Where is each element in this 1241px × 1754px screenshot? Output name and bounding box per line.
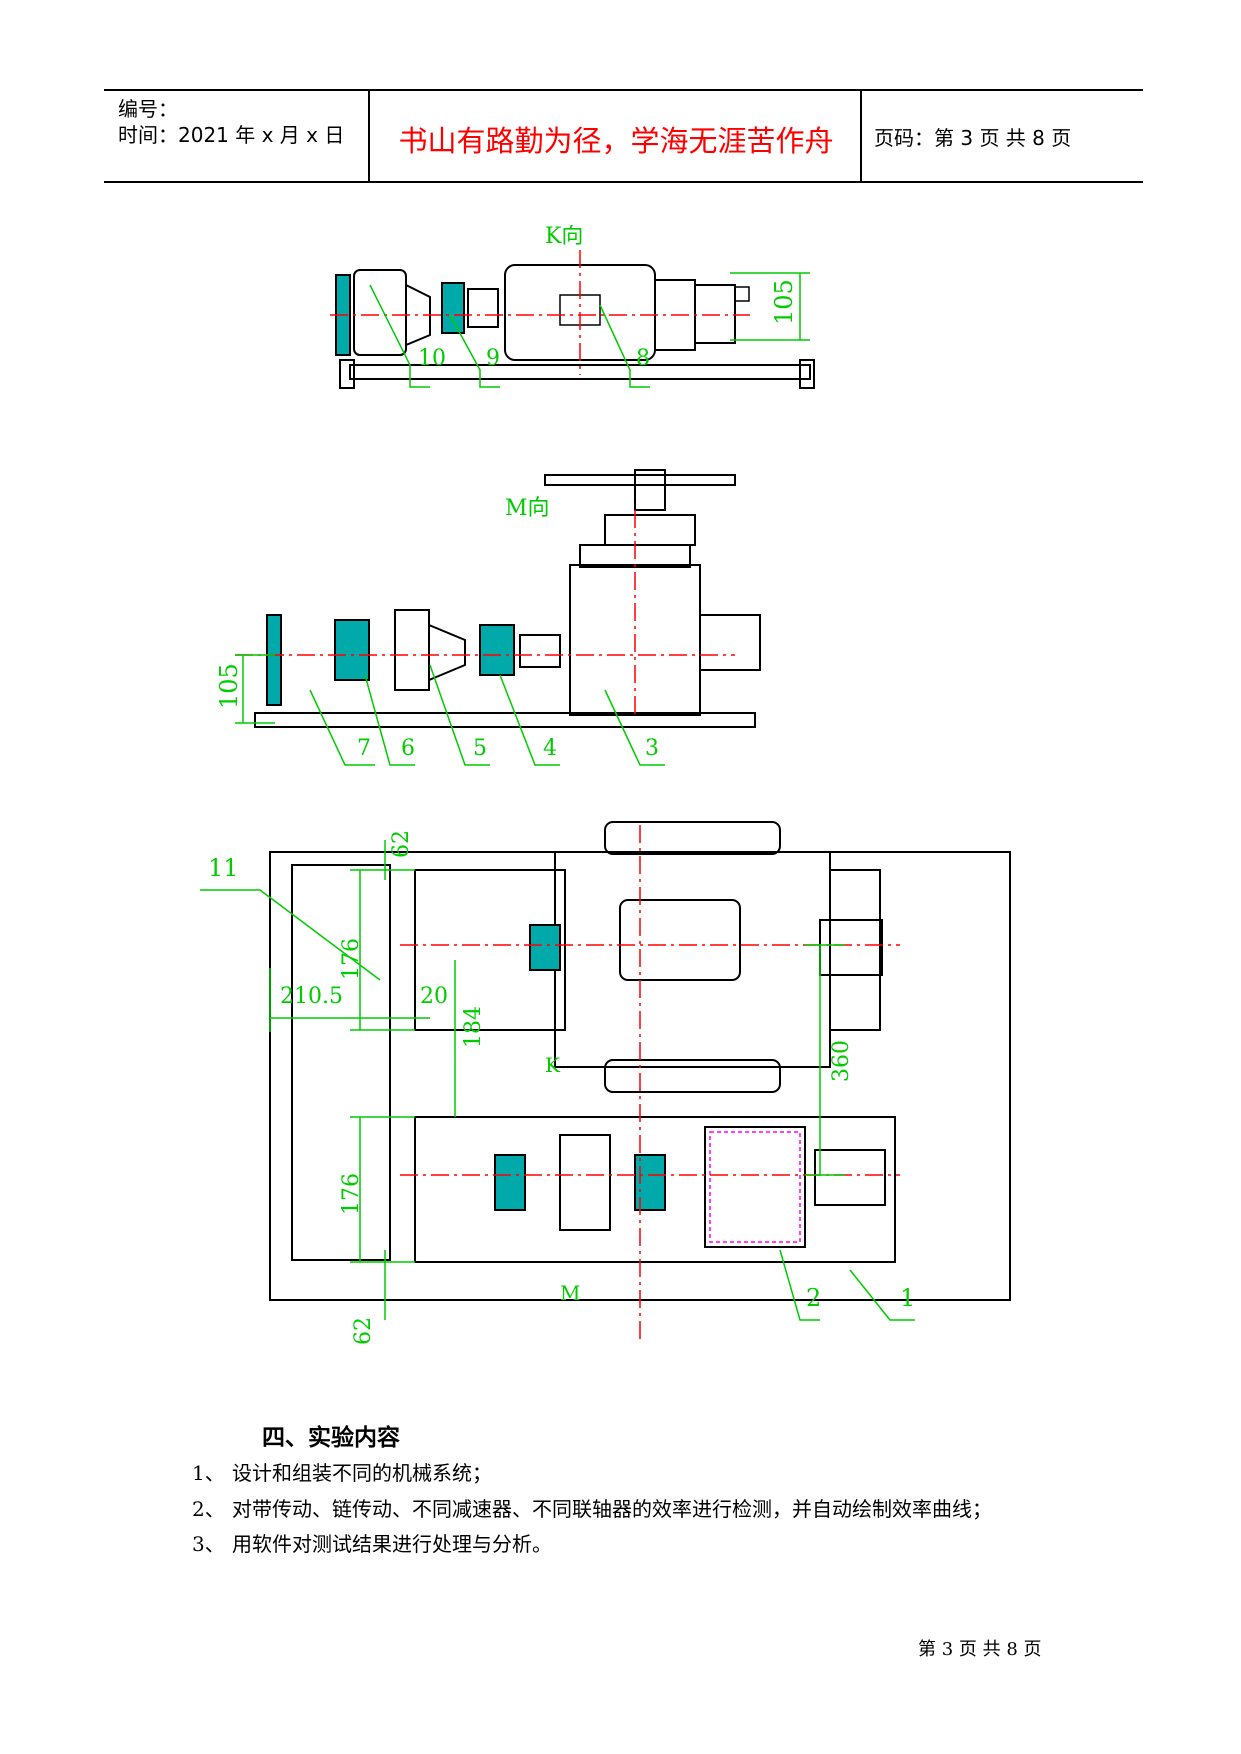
part-label-5: 5 (473, 736, 487, 761)
list-item-text: 对带传动、链传动、不同减速器、不同联轴器的效率进行检测，并自动绘制效率曲线； (232, 1497, 992, 1521)
plan-dim-62-bottom: 62 (351, 1317, 376, 1345)
plan-dim-360: 360 (829, 1040, 854, 1082)
footer-page-number: 第 3 页 共 8 页 (918, 1639, 1042, 1660)
part-label-6: 6 (401, 736, 415, 761)
part-label-10: 10 (418, 346, 446, 371)
list-item: 3、用软件对测试结果进行处理与分析。 (192, 1528, 552, 1557)
k-view-dim: 105 (770, 279, 798, 325)
list-item: 1、设计和组装不同的机械系统； (192, 1457, 492, 1486)
k-view-title: K向 (545, 225, 583, 249)
header-divider (368, 89, 370, 183)
header-top-rule (104, 89, 1143, 91)
part-label-2: 2 (806, 1284, 821, 1312)
plan-dim-176-top: 176 (339, 938, 364, 980)
page-header: 编号： 时间：2021 年 x 月 x 日 书山有路勤为径，学海无涯苦作舟 页码… (104, 89, 1143, 183)
part-label-1: 1 (900, 1284, 915, 1312)
serial-label: 编号： (118, 97, 178, 121)
k-view-drawing: 105 10 9 8 K向 (330, 225, 815, 389)
header-page-label: 页码：第 3 页 共 8 页 (874, 126, 1072, 150)
plan-dim-210-5: 210.5 (280, 984, 343, 1009)
plan-view-drawing: 11 2 1 62 176 210.5 20 184 360 176 62 K … (200, 821, 1011, 1345)
plan-marker-m: M (560, 1281, 580, 1305)
m-view-dim: 105 (215, 663, 243, 709)
plan-marker-k: K (545, 1053, 561, 1077)
m-view-drawing: 105 7 6 5 4 3 M向 (215, 469, 761, 766)
header-bottom-rule (104, 181, 1143, 183)
list-item-number: 2、 (192, 1497, 225, 1521)
plan-dim-20: 20 (420, 984, 448, 1009)
list-item: 2、对带传动、链传动、不同减速器、不同联轴器的效率进行检测，并自动绘制效率曲线； (192, 1493, 992, 1522)
plan-dim-176-bottom: 176 (339, 1173, 364, 1215)
part-label-4: 4 (543, 736, 557, 761)
plan-dim-184: 184 (461, 1006, 486, 1048)
part-label-9: 9 (486, 346, 500, 371)
list-item-number: 3、 (192, 1532, 225, 1556)
list-item-text: 用软件对测试结果进行处理与分析。 (232, 1532, 552, 1556)
header-divider (860, 89, 862, 183)
plan-dim-62-top: 62 (389, 830, 414, 858)
part-label-7: 7 (357, 736, 371, 761)
list-item-number: 1、 (192, 1461, 225, 1485)
part-label-11: 11 (208, 854, 239, 882)
list-item-text: 设计和组装不同的机械系统； (232, 1461, 492, 1485)
time-label: 时间：2021 年 x 月 x 日 (118, 123, 345, 147)
part-label-8: 8 (636, 346, 650, 371)
m-view-title: M向 (505, 496, 550, 521)
part-label-3: 3 (645, 736, 659, 761)
section-title: 四、实验内容 (262, 1425, 400, 1451)
motto: 书山有路勤为径，学海无涯苦作舟 (398, 124, 834, 158)
